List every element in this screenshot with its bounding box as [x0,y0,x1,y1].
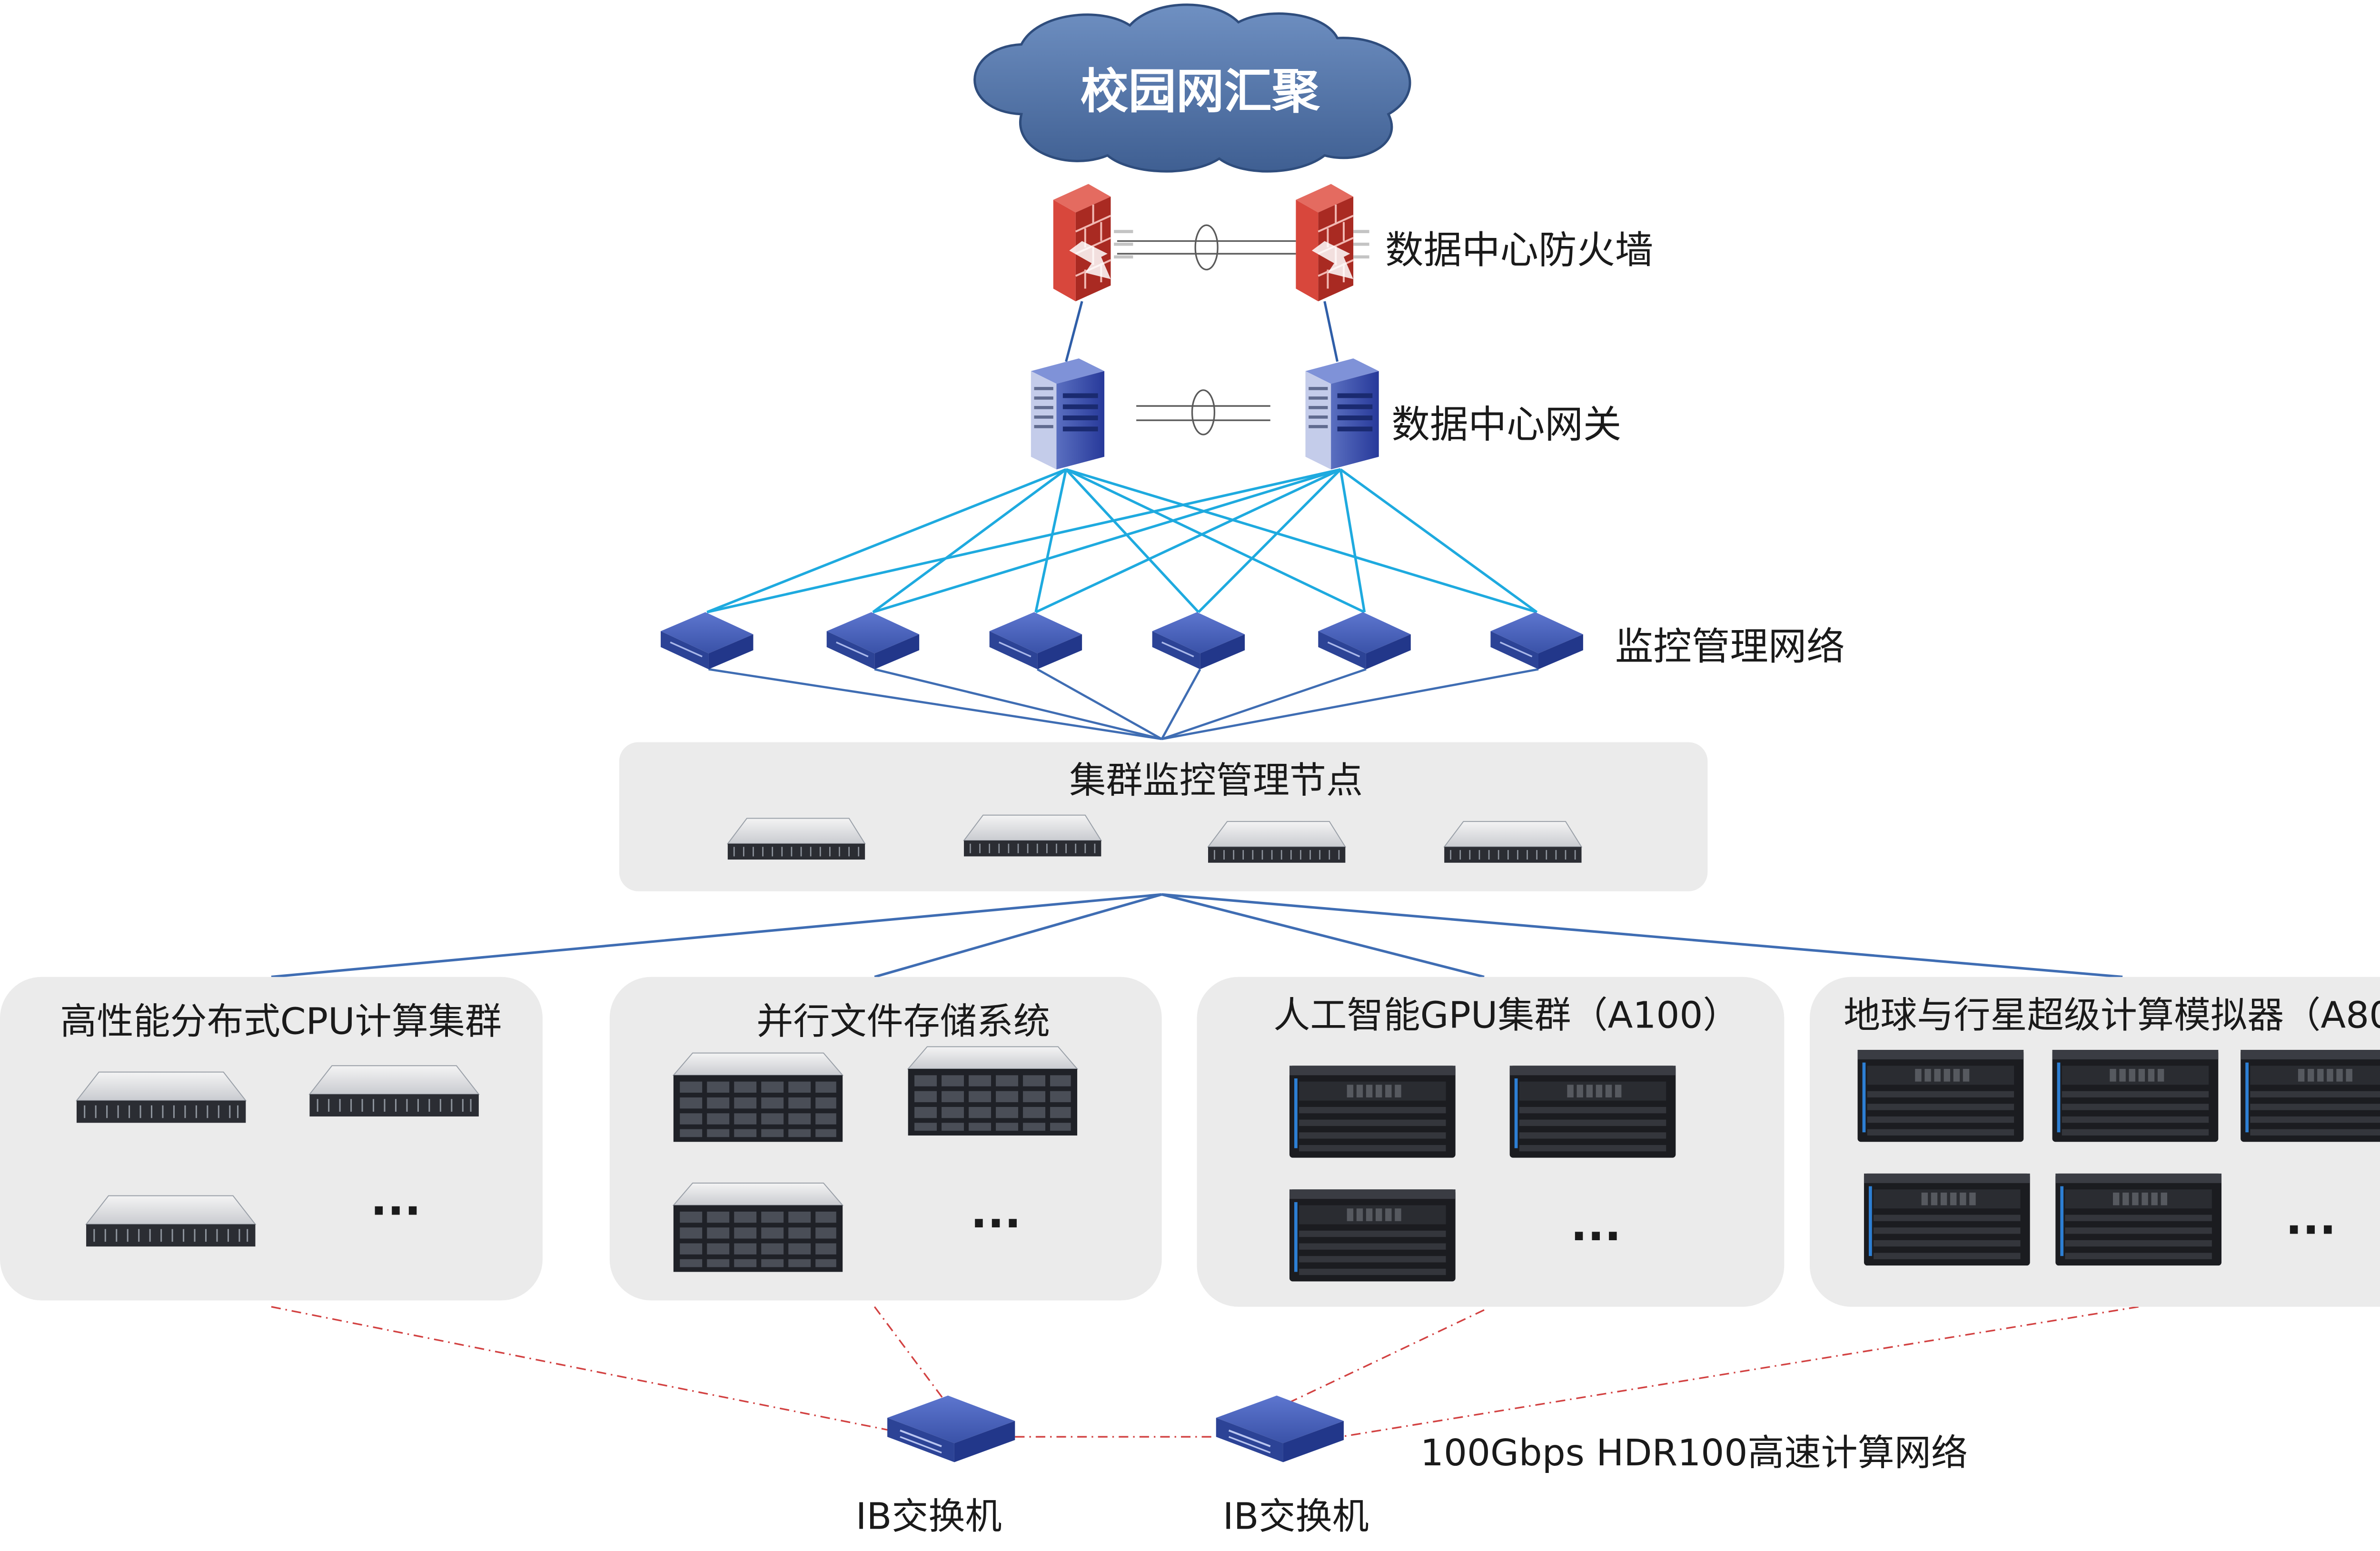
cluster-panel-storage: 并行文件存储系统 ... [609,977,1162,1301]
link-line [872,468,1067,613]
more-ellipsis: ... [971,1186,1021,1238]
cluster-label: 人工智能GPU集群（A100） [1273,995,1739,1037]
monitor-network-label: 监控管理网络 [1615,624,1845,669]
gateway-icon-right [1305,358,1379,470]
more-ellipsis: ... [2285,1193,2336,1245]
management-node-panel: 集群监控管理节点 [619,742,1708,891]
management-server-icon [727,817,866,860]
link-line [1160,669,1201,740]
gpu-server-icon [2055,1173,2221,1266]
management-server-icon [1207,820,1347,864]
link-line [874,893,1162,978]
link-line [1037,668,1162,740]
monitor-switch-icon [1151,611,1246,670]
gpu-server-icon [1509,1066,1676,1158]
gpu-server-icon [1289,1189,1456,1282]
link-line [1197,468,1342,613]
storage-server-icon [907,1046,1078,1136]
link-line [1034,469,1068,612]
gpu-server-icon [1289,1066,1456,1158]
cluster-panel-gpu-a800: 地球与行星超级计算模拟器（A800） ... [1809,977,2380,1307]
link-line [1161,668,1367,741]
ib-switch-icon-right [1216,1395,1344,1462]
firewall-label: 数据中心防火墙 [1385,228,1653,272]
monitor-switch-icon [660,611,754,670]
link-line [1161,893,1485,978]
monitor-switch-icon [1489,611,1584,670]
gpu-server-icon [1857,1049,2024,1142]
ib-fabric-links [271,1306,2139,1438]
campus-network-cloud: 校园网汇聚 [973,3,1411,173]
cpu-server-icon [85,1195,257,1247]
hpc-network-label: 100Gbps HDR100高速计算网络 [1420,1432,1968,1474]
more-ellipsis: ... [370,1174,421,1226]
gateway-label: 数据中心网关 [1392,403,1622,447]
management-server-icon [1443,820,1583,864]
management-to-cluster-links [271,893,2123,978]
gpu-server-icon [2052,1049,2219,1142]
link-line [706,468,1341,613]
link-line [271,1306,923,1438]
gpu-server-icon [2241,1049,2380,1142]
ib-switch-icon-left [887,1395,1015,1462]
firewall-icon-left [1053,184,1111,302]
gateway-icon-left [1031,358,1105,470]
cluster-label: 并行文件存储系统 [756,1001,1050,1043]
link-line [271,893,1162,978]
link-line [873,1306,949,1406]
firewall-links [1065,224,1339,362]
link-line [1270,1309,1485,1413]
firewall-icon-right [1296,184,1353,302]
link-line [873,468,1341,613]
cluster-label: 高性能分布式CPU计算集群 [60,1001,502,1043]
management-node-label: 集群监控管理节点 [1069,760,1363,802]
link-line [1339,468,1538,613]
management-server-icon [963,814,1102,858]
link-line [1161,668,1539,741]
link-line [1340,1306,2139,1438]
cpu-server-icon [308,1065,480,1117]
cluster-panel-cpu: 高性能分布式CPU计算集群 ... [0,977,543,1301]
cluster-panel-gpu-a100: 人工智能GPU集群（A100） ... [1197,977,1785,1307]
cpu-server-icon [76,1071,247,1124]
link-line [1065,468,1537,613]
cluster-label: 地球与行星超级计算模拟器（A800） [1844,995,2380,1037]
gateway-to-switch-links [706,468,1538,613]
monitor-switch-row [660,611,1584,670]
monitor-switch-icon [1317,611,1412,670]
ib-switch-label-right: IB交换机 [1223,1496,1369,1538]
monitor-switch-icon [988,611,1083,670]
link-line [1065,468,1365,613]
gateway-ha-link [1136,389,1270,435]
storage-server-icon [673,1052,843,1143]
link-line [874,668,1162,741]
link-line [1339,469,1366,612]
monitor-switch-icon [826,611,920,670]
link-line [706,468,1067,613]
link-line [1161,893,2123,978]
storage-server-icon [673,1182,843,1273]
ib-switch-label-left: IB交换机 [856,1496,1002,1538]
firewall-stripes [1114,230,1369,259]
link-line [708,668,1162,741]
link-line [1065,468,1200,613]
gpu-server-icon [1864,1173,2030,1266]
link-line [1035,468,1341,613]
cloud-label: 校园网汇聚 [1081,63,1320,119]
switch-to-management-links [708,668,1539,741]
more-ellipsis: ... [1570,1199,1621,1251]
